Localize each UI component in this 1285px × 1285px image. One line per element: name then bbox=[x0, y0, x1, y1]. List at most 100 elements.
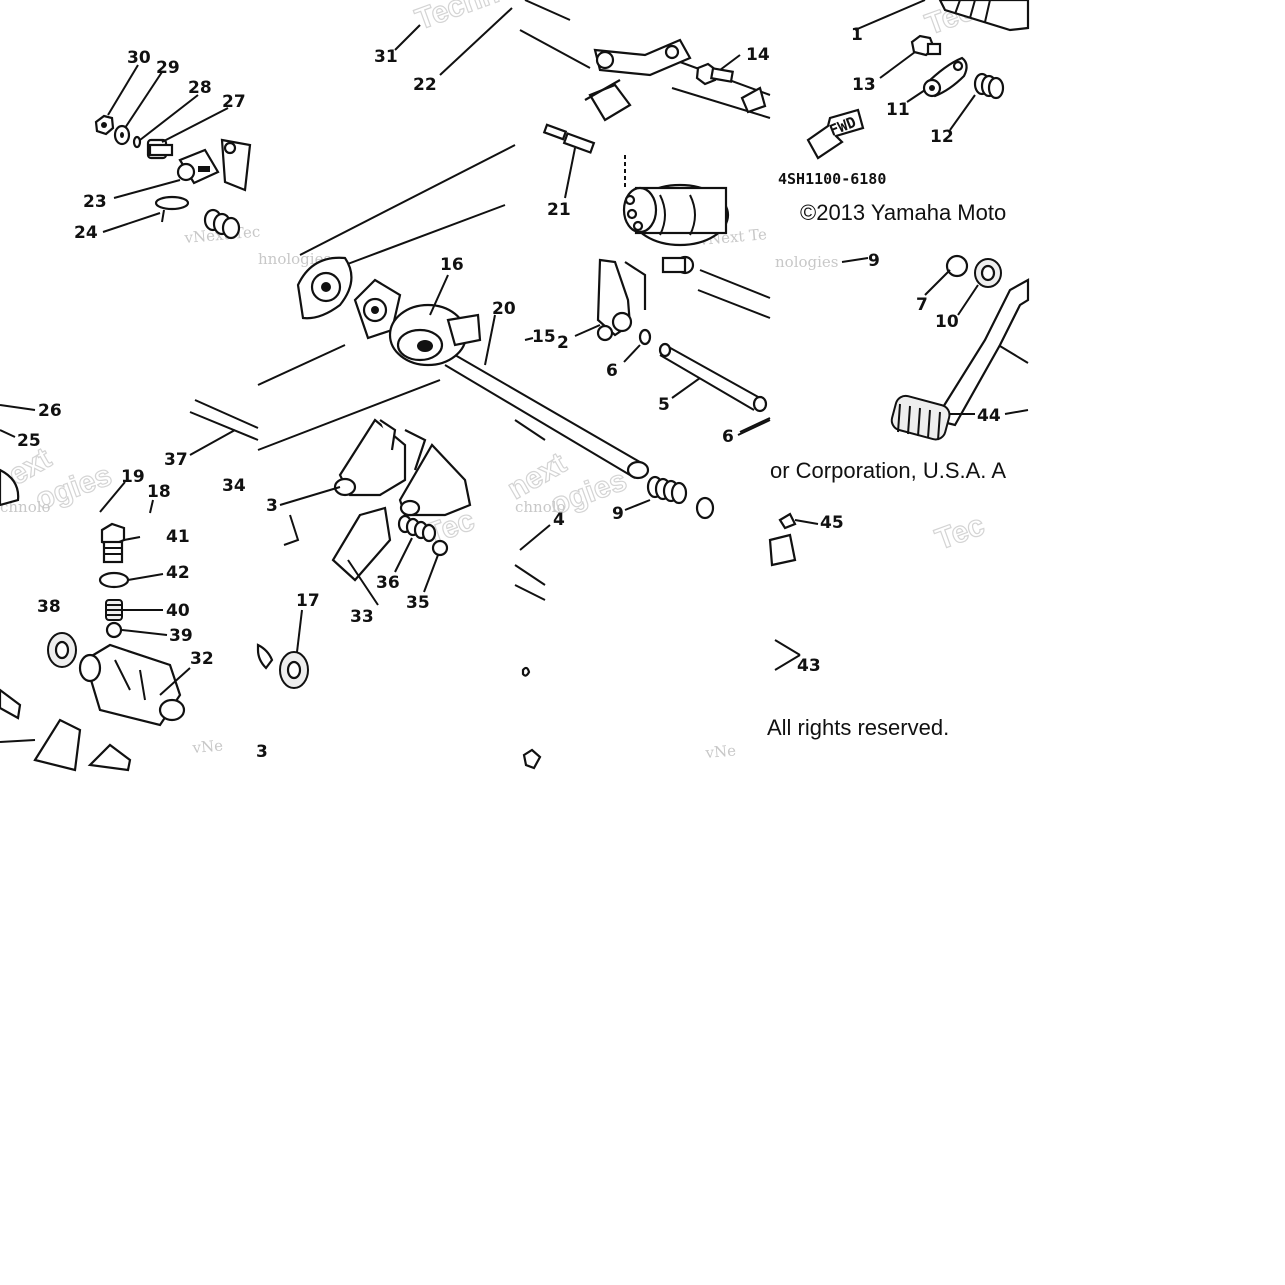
callout-18: 18 bbox=[147, 482, 171, 502]
part-ring-6a bbox=[638, 328, 652, 346]
part-spring-40 bbox=[105, 599, 123, 621]
part-plate-16 bbox=[353, 278, 402, 340]
part-roller-top bbox=[661, 255, 695, 275]
callout-24: 24 bbox=[74, 223, 98, 243]
callout-11: 11 bbox=[886, 100, 910, 120]
callout-36: 36 bbox=[376, 573, 400, 593]
part-washer-42 bbox=[98, 571, 130, 589]
callout-9: 9 bbox=[868, 251, 880, 271]
part-shaft-end-20 bbox=[626, 460, 650, 480]
callout-38: 38 bbox=[37, 597, 61, 617]
copyright-fragment-1: ©2013 Yamaha Moto bbox=[800, 200, 1006, 225]
part-ball-39 bbox=[105, 621, 123, 639]
part-link-11 bbox=[922, 56, 968, 98]
part-spring-36 bbox=[397, 514, 437, 543]
watermark-small-5: vNe bbox=[191, 736, 224, 757]
diagram-code: 4SH1100-6180 bbox=[778, 170, 886, 188]
callout-1: 1 bbox=[851, 25, 863, 45]
part-arm-near-27 bbox=[220, 138, 252, 192]
callout-21: 21 bbox=[547, 200, 571, 220]
part-pin-24 bbox=[154, 195, 190, 223]
watermark-small-4: nologies bbox=[775, 253, 839, 271]
callout-20: 20 bbox=[492, 299, 516, 319]
part-spring-12 bbox=[973, 72, 1005, 100]
callout-6: 6 bbox=[606, 361, 618, 381]
callout-19: 19 bbox=[121, 467, 145, 487]
part-washer-9 bbox=[695, 496, 715, 520]
callout-22: 22 bbox=[413, 75, 437, 95]
part-plate-left bbox=[296, 256, 353, 320]
callout-5: 5 bbox=[658, 395, 670, 415]
parts-layer: FWD bbox=[0, 0, 1030, 772]
part-drum-32 bbox=[78, 643, 186, 727]
leader-lines bbox=[0, 0, 1029, 743]
watermark-big-3: Tec bbox=[931, 509, 989, 557]
callout-labels: 1 2 3 3 4 5 6 6 7 9 9 10 11 12 13 14 15 … bbox=[17, 25, 1001, 762]
callout-17: 17 bbox=[296, 591, 320, 611]
watermark-small-2: hnologies bbox=[258, 250, 331, 268]
callout-15: 15 bbox=[532, 327, 556, 347]
part-nut-30 bbox=[94, 114, 115, 136]
callout-3-bottom: 3 bbox=[256, 742, 268, 762]
callout-43: 43 bbox=[797, 656, 821, 676]
callout-32: 32 bbox=[190, 649, 214, 669]
callout-44: 44 bbox=[977, 406, 1001, 426]
shaft-lines bbox=[189, 0, 1029, 671]
callout-42: 42 bbox=[166, 563, 190, 583]
callout-14: 14 bbox=[746, 45, 770, 65]
callout-35: 35 bbox=[406, 593, 430, 613]
watermark-small-6: vNe bbox=[704, 741, 737, 762]
part-small-45 bbox=[778, 512, 797, 530]
callout-7: 7 bbox=[916, 295, 928, 315]
callout-29: 29 bbox=[156, 58, 180, 78]
callout-40: 40 bbox=[166, 601, 190, 621]
callout-30: 30 bbox=[127, 48, 151, 68]
part-joint-23 bbox=[176, 148, 220, 185]
part-fork-2 bbox=[596, 258, 647, 342]
part-bottom-left bbox=[0, 688, 132, 772]
part-bolt-21 bbox=[542, 123, 596, 154]
part-bottom-center bbox=[521, 666, 542, 770]
watermark-small-8: chnolo bbox=[515, 498, 566, 516]
callout-9-lower: 9 bbox=[612, 504, 624, 524]
part-bushing-10 bbox=[974, 258, 1002, 288]
part-washer-29 bbox=[113, 124, 131, 146]
part-fork-33 bbox=[283, 506, 392, 582]
part-spring-left bbox=[203, 208, 241, 240]
part-bolt-27 bbox=[146, 138, 174, 160]
copyright-fragment-2: or Corporation, U.S.A. A bbox=[770, 458, 1006, 483]
part-ball-35 bbox=[431, 539, 449, 557]
callout-27: 27 bbox=[222, 92, 246, 112]
part-seal-38 bbox=[47, 632, 77, 668]
fwd-arrow: FWD bbox=[806, 108, 865, 160]
callout-39: 39 bbox=[169, 626, 193, 646]
part-fork-34b bbox=[398, 443, 472, 517]
part-left-edge bbox=[0, 468, 20, 507]
callout-25: 25 bbox=[17, 431, 41, 451]
part-bolt-41 bbox=[100, 522, 126, 564]
callout-23: 23 bbox=[83, 192, 107, 212]
callout-41: 41 bbox=[166, 527, 190, 547]
part-shift-pedal-44 bbox=[890, 278, 1030, 441]
callout-10: 10 bbox=[935, 312, 959, 332]
callout-4: 4 bbox=[553, 510, 565, 530]
callout-37: 37 bbox=[164, 450, 188, 470]
part-washer-14 bbox=[740, 86, 767, 114]
part-bracket-45 bbox=[768, 533, 797, 567]
part-spring-9 bbox=[646, 475, 688, 505]
part-pin-5 bbox=[658, 342, 768, 413]
part-seal-17 bbox=[256, 643, 309, 689]
callout-3: 3 bbox=[266, 496, 278, 516]
part-ring-7 bbox=[945, 254, 969, 278]
callout-6-right: 6 bbox=[722, 427, 734, 447]
callout-13: 13 bbox=[852, 75, 876, 95]
caption-layer: 4SH1100-6180 ©2013 Yamaha Moto or Corpor… bbox=[767, 170, 1006, 740]
callout-45: 45 bbox=[820, 513, 844, 533]
callout-2: 2 bbox=[557, 333, 569, 353]
part-shift-drum bbox=[622, 183, 730, 247]
part-cylinder-1 bbox=[938, 0, 1030, 32]
callout-26: 26 bbox=[38, 401, 62, 421]
